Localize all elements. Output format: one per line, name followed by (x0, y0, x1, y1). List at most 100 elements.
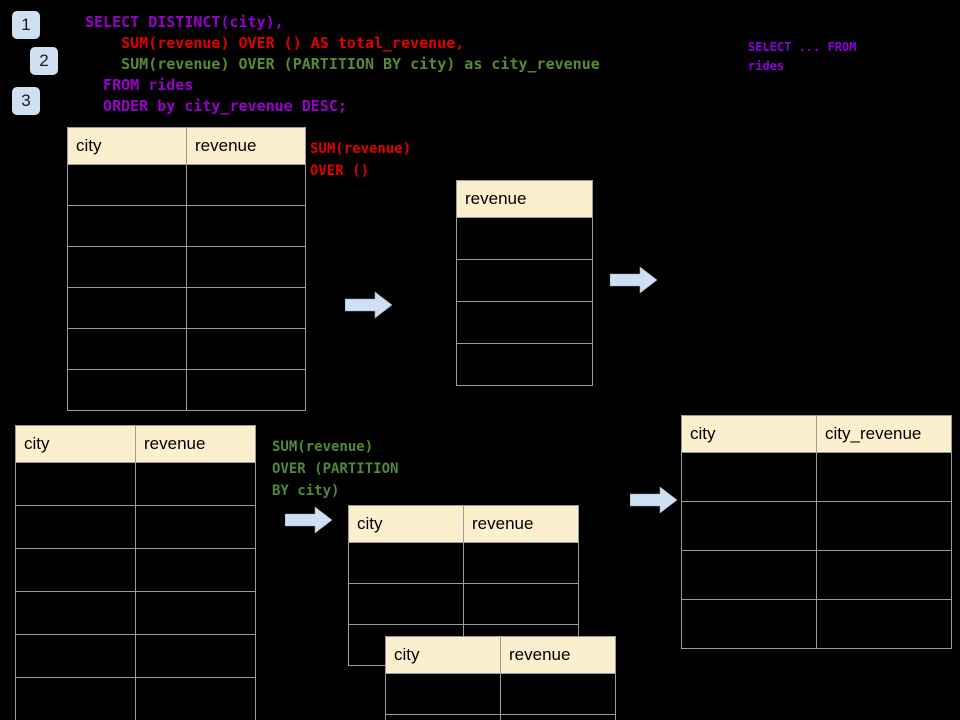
arrow-source-to-partition (285, 506, 333, 534)
table-cell-city (67, 287, 187, 329)
table-cell-revenue (186, 246, 306, 288)
table-cell-revenue (456, 217, 593, 260)
table-cell-revenue (500, 673, 616, 715)
table-cell-city_revenue (816, 550, 952, 600)
table-row (456, 217, 593, 260)
table-row (348, 542, 579, 584)
table-cell-revenue (186, 369, 306, 411)
table-header-row: revenue (456, 180, 593, 218)
sql-query-block: SELECT DISTINCT(city), SUM(revenue) OVER… (85, 12, 600, 117)
table-row (15, 505, 256, 549)
table-row (67, 205, 306, 247)
sql-line-1: SELECT DISTINCT(city), (85, 13, 284, 31)
table-row (15, 634, 256, 678)
table-cell-city_revenue (816, 501, 952, 551)
arrow-total-to-final (610, 266, 658, 294)
select-from-rides-note: SELECT ... FROM rides (748, 40, 857, 73)
table-cell-city (15, 591, 136, 635)
arrow-source-to-total (345, 291, 393, 319)
table-row (15, 591, 256, 635)
sql-line-2: SUM(revenue) OVER () AS total_revenue, (85, 34, 465, 52)
table-row (67, 328, 306, 370)
table-cell-city (67, 246, 187, 288)
step-badge-3: 3 (12, 87, 40, 115)
table-cell-city (67, 164, 187, 206)
table-cell-revenue (456, 301, 593, 344)
column-header-revenue: revenue (135, 425, 256, 463)
column-header-city: city (681, 415, 817, 453)
table-row (681, 501, 952, 551)
table-cell-city (385, 673, 501, 715)
table-cell-city (15, 505, 136, 549)
table-cell-city (681, 452, 817, 502)
table-row (15, 462, 256, 506)
table-row (67, 164, 306, 206)
table-cell-revenue (135, 634, 256, 678)
total-revenue-annotation: SUM(revenue) OVER () (310, 141, 412, 179)
table-cell-revenue (135, 548, 256, 592)
table-cell-city_revenue (816, 599, 952, 649)
table-row (456, 301, 593, 344)
table-row (385, 714, 616, 720)
table-row (348, 583, 579, 625)
table-cell-city (348, 542, 464, 584)
table-cell-revenue (463, 542, 579, 584)
city-revenue-annotation: SUM(revenue) OVER (PARTITION BY city) (272, 439, 399, 499)
table-cell-revenue (135, 677, 256, 720)
column-header-city: city (385, 636, 501, 674)
table-cell-city (681, 550, 817, 600)
column-header-revenue: revenue (456, 180, 593, 218)
table-row (385, 673, 616, 715)
table-cell-revenue (135, 591, 256, 635)
table-cell-revenue (463, 583, 579, 625)
table-row (456, 259, 593, 302)
table-row (15, 548, 256, 592)
column-header-revenue: revenue (186, 127, 306, 165)
step-badge-1: 1 (12, 11, 40, 39)
table-cell-city (681, 501, 817, 551)
table-cell-city (681, 599, 817, 649)
column-header-city: city (348, 505, 464, 543)
column-header-city: city (15, 425, 136, 463)
column-header-city_revenue: city_revenue (816, 415, 952, 453)
table-cell-city (15, 548, 136, 592)
table-cell-city (348, 583, 464, 625)
table-row (681, 452, 952, 502)
table-row (681, 599, 952, 649)
table-cell-city (15, 462, 136, 506)
table-cell-revenue (186, 328, 306, 370)
table-row (15, 677, 256, 720)
table-cell-revenue (456, 259, 593, 302)
table-cell-revenue (456, 343, 593, 386)
table-cell-city_revenue (816, 452, 952, 502)
table-cell-city (15, 634, 136, 678)
table-row (67, 287, 306, 329)
total-revenue-table: revenue (456, 180, 593, 386)
table-row (456, 343, 593, 386)
table-cell-city (15, 677, 136, 720)
table-row (67, 369, 306, 411)
table-cell-revenue (186, 164, 306, 206)
table-row (67, 246, 306, 288)
arrow-partition-to-final (630, 486, 678, 514)
table-cell-city (67, 205, 187, 247)
table-cell-city (385, 714, 501, 720)
table-cell-revenue (186, 287, 306, 329)
sql-line-5: ORDER by city_revenue DESC; (85, 97, 347, 115)
column-header-revenue: revenue (500, 636, 616, 674)
table-cell-revenue (186, 205, 306, 247)
step-badge-2: 2 (30, 47, 58, 75)
table-cell-revenue (500, 714, 616, 720)
column-header-revenue: revenue (463, 505, 579, 543)
table-cell-revenue (135, 462, 256, 506)
